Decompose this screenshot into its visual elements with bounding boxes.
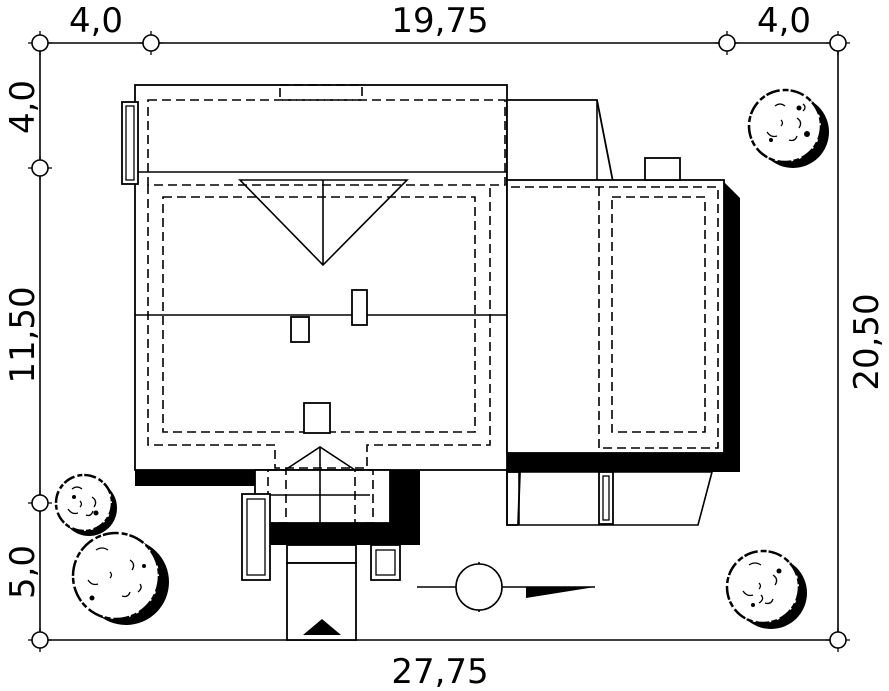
dim-top-left: 4,0 xyxy=(69,1,123,41)
tree-icon xyxy=(725,549,807,629)
entry-step xyxy=(286,544,357,564)
dimension-marker xyxy=(31,34,49,52)
ground-wall-dashed xyxy=(147,185,491,469)
tree-icon xyxy=(747,88,829,168)
dim-top-middle: 19,75 xyxy=(391,1,488,41)
north-arrow-icon xyxy=(417,562,595,612)
dimension-marker xyxy=(31,494,49,512)
tree-icon xyxy=(71,531,169,625)
upper-wall-dashed xyxy=(147,99,506,186)
garage-wall-dashed xyxy=(511,186,719,449)
chimney xyxy=(303,402,331,434)
dimension-lines xyxy=(28,31,850,652)
carport xyxy=(506,471,714,526)
chimney xyxy=(290,316,310,343)
chimney xyxy=(351,289,368,326)
dim-right-total: 20,50 xyxy=(847,293,887,390)
upper-bay-dashed xyxy=(279,84,363,101)
garage-chimney xyxy=(644,157,681,181)
dim-left-top: 4,0 xyxy=(3,80,43,134)
dimension-marker xyxy=(829,34,847,52)
dimension-marker xyxy=(142,34,160,52)
carport-post xyxy=(598,471,614,525)
garage-inner-dashed xyxy=(611,196,706,433)
porch-step-left xyxy=(241,493,271,581)
dimension-marker xyxy=(31,631,49,649)
dim-top-right: 4,0 xyxy=(757,1,811,41)
entrance-porch xyxy=(241,446,401,641)
main-house xyxy=(121,84,508,471)
side-bay-window xyxy=(121,101,139,185)
garage-outline xyxy=(506,179,725,454)
dim-left-middle: 11,50 xyxy=(3,286,43,383)
tree-icon xyxy=(54,473,117,536)
dimension-marker xyxy=(718,34,736,52)
dimension-marker xyxy=(31,159,49,177)
dim-left-bottom: 5,0 xyxy=(3,545,43,599)
porch-outline xyxy=(254,469,391,524)
dimension-labels: 4,0 19,75 4,0 27,75 4,0 11,50 5,0 20,50 xyxy=(3,1,887,691)
garage-wing xyxy=(506,99,725,526)
dim-bottom-total: 27,75 xyxy=(391,652,488,691)
dimension-marker xyxy=(829,631,847,649)
entrance-triangle-icon xyxy=(303,619,341,635)
